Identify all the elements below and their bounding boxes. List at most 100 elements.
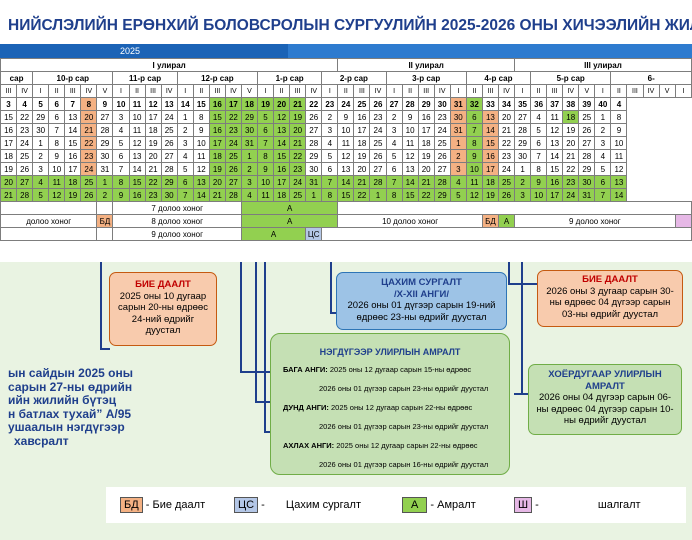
day-cell: 26 [16,162,34,176]
day-cell: 17 [546,188,564,202]
month-header: 2-р сар [321,71,387,85]
day-cell: 21 [497,123,516,137]
day-cell: 28 [578,149,596,163]
day-cell: 19 [562,123,580,137]
day-cell: 6 [594,175,612,189]
month-header: 12-р сар [176,71,259,85]
day-cell: 3 [514,188,532,202]
day-cell: 24 [433,123,451,137]
week-span-a: А [240,227,307,241]
day-cell: 24 [224,136,242,150]
week-of-month: IV [433,84,451,98]
week-of-month: I [32,84,50,98]
day-cell: 29 [578,162,596,176]
day-cell: 29 [96,136,114,150]
day-cell: 23 [369,110,387,124]
week-number: 29 [417,97,435,111]
day-cell: 13 [192,175,210,189]
day-cell: 10 [401,123,419,137]
day-cell: 6 [465,110,483,124]
callout-subtitle: /X-XII АНГИ/ [394,288,449,300]
month-header: 10-р сар [32,71,114,85]
week-number: 23 [321,97,339,111]
week-number: 17 [224,97,242,111]
day-cell: 6 [256,123,275,137]
day-cell: 5 [256,110,275,124]
legend-sh-label: шалгалт [597,499,641,511]
day-cell: 31 [578,188,596,202]
day-cell: 10 [48,162,66,176]
day-cell: 31 [240,136,259,150]
day-cell: 1 [176,110,194,124]
week-number: 16 [208,97,226,111]
legend: БД - Бие даалт ЦС - Цахим сургалт А - Ам… [106,487,686,523]
week-number: 22 [305,97,323,111]
day-cell: 18 [144,123,162,137]
day-cell: 23 [16,123,34,137]
day-cell: 5 [112,136,130,150]
day-cell: 18 [0,149,18,163]
day-cell: 16 [0,123,18,137]
date-range-text: 2026 оны 01 дүгээр сарын 23-ны өдрийг ду… [319,421,489,431]
week-of-month: II [273,84,291,98]
grade-label: АХЛАХ АНГИ: [283,440,337,450]
date-range-text: 2025 оны 12 дугаар сарын 15-ны өдрөөс [329,364,472,374]
day-cell: 12 [401,149,419,163]
day-cell: 13 [610,175,628,189]
callout-title: БИЕ ДААЛТ [135,279,191,290]
day-cell: 26 [160,136,178,150]
day-cell: 9 [610,123,628,137]
day-cell: 26 [305,110,323,124]
day-cell: 17 [0,136,18,150]
day-cell: 27 [369,162,387,176]
day-cell: 5 [530,123,548,137]
day-cell: 23 [433,110,451,124]
day-cell: 26 [497,188,516,202]
week-of-month: I [385,84,403,98]
day-cell: 24 [497,162,516,176]
week-of-month: V [658,84,676,98]
legend-bd-swatch: БД [120,497,143,513]
week-number: 35 [514,97,532,111]
day-cell: 10 [256,175,275,189]
day-cell: 9 [401,110,419,124]
month-header: 4-р сар [465,71,532,85]
day-cell: 7 [48,123,66,137]
day-cell: 2 [449,149,467,163]
week-of-month: III [208,84,226,98]
day-cell: 10 [128,110,146,124]
month-header: 11-р сар [112,71,178,85]
day-cell: 16 [208,123,226,137]
day-cell: 25 [289,188,307,202]
week-number: 4 [610,97,628,111]
day-cell: 5 [385,149,403,163]
legend-cs-label: Цахим сургалт [285,499,361,511]
day-cell: 20 [497,110,516,124]
day-cell: 8 [465,136,483,150]
day-cell: 4 [240,188,259,202]
day-cell: 20 [417,162,435,176]
day-cell: 30 [514,149,532,163]
week-of-month: I [112,84,130,98]
day-cell: 22 [562,162,580,176]
day-cell: 19 [208,162,226,176]
day-cell: 14 [481,123,499,137]
week-of-month: I [514,84,532,98]
day-cell: 20 [144,149,162,163]
connector-line [508,262,510,284]
week-number: 25 [353,97,371,111]
day-cell: 2 [385,110,403,124]
week-span-a: А [240,201,339,215]
day-cell: 12 [610,162,628,176]
day-cell: 21 [0,188,18,202]
week-number: 24 [337,97,355,111]
date-range-text: 2026 оны 01 дүгээр сарын 16-ны өдрийг ду… [319,459,489,469]
day-cell: 24 [369,123,387,137]
day-cell: 9 [112,188,130,202]
week-span-week_8: 8 долоо хоног [112,214,242,228]
winter-break-row: ДУНД АНГИ: 2025 оны 12 дугаар сарын 22-н… [283,401,509,414]
week-of-month: III [64,84,82,98]
day-cell: 18 [353,136,371,150]
day-cell: 8 [256,149,275,163]
day-cell: 8 [530,162,548,176]
